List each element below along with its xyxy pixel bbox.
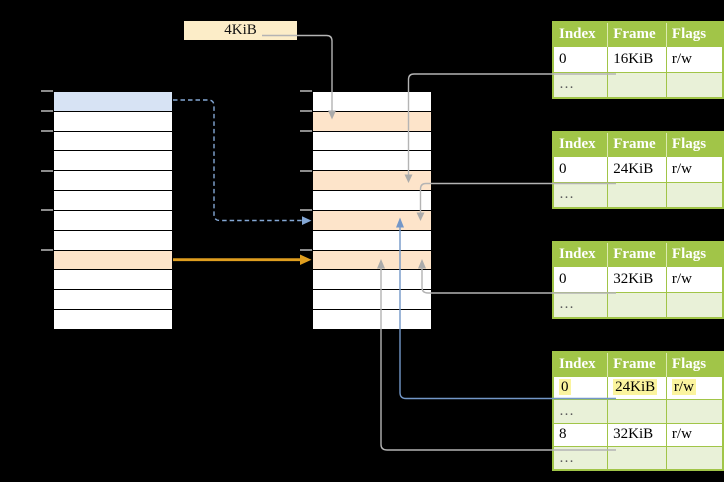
- cell-frame: 24KiB: [607, 155, 667, 183]
- cell-index: 0: [552, 265, 609, 293]
- address-tick: [300, 249, 312, 251]
- cell-flags: r/w: [665, 265, 724, 293]
- column-header-frame: Frame: [607, 22, 667, 46]
- highlight-mark: 24KiB: [613, 379, 658, 396]
- page-table-3: Index Frame Flags 0 32KiB r/w …: [552, 241, 724, 319]
- address-tick: [41, 209, 53, 212]
- column-header-flags: Flags: [665, 132, 723, 156]
- page-size-label: 4KiB: [184, 21, 297, 40]
- cell-frame: 32KiB: [607, 265, 667, 293]
- cell-frame-highlighted: 24KiB: [607, 375, 667, 400]
- cell-empty: [665, 291, 724, 319]
- physical-memory-row-4-orange: [313, 171, 431, 192]
- page-table-1: Index Frame Flags 0 16KiB r/w …: [552, 21, 724, 99]
- column-header-frame: Frame: [607, 242, 667, 266]
- memory-row: [54, 290, 172, 311]
- cell-index: 8: [552, 422, 609, 447]
- cell-ellipsis: …: [552, 446, 609, 471]
- column-header-frame: Frame: [607, 132, 667, 156]
- cell-flags: r/w: [665, 45, 724, 73]
- column-header-flags: Flags: [665, 242, 723, 266]
- column-header-frame: Frame: [607, 352, 667, 376]
- cell-index: 0: [552, 155, 609, 183]
- memory-row: [54, 191, 172, 211]
- memory-row: [313, 270, 431, 291]
- virtual-memory-row-8-orange: [54, 250, 172, 271]
- page-table-4: Index Frame Flags 0 24KiB r/w … 8 32KiB …: [552, 351, 724, 471]
- arrow-virtual-row0-to-physical-row6: [173, 99, 302, 222]
- memory-row: [313, 191, 431, 211]
- page-table-2: Index Frame Flags 0 24KiB r/w …: [552, 131, 724, 209]
- address-tick: [41, 169, 53, 172]
- column-header-index: Index: [553, 132, 608, 156]
- virtual-memory-row-0-blue: [54, 92, 172, 112]
- cell-index-highlighted: 0: [552, 375, 609, 400]
- cell-empty: [665, 446, 724, 471]
- address-tick: [300, 90, 312, 92]
- cell-flags: r/w: [665, 155, 724, 183]
- cell-empty: [607, 399, 667, 424]
- memory-row: [313, 230, 431, 251]
- column-header-flags: Flags: [665, 22, 723, 46]
- column-header-index: Index: [553, 22, 608, 46]
- address-tick: [41, 129, 53, 132]
- memory-row: [54, 171, 172, 192]
- column-header-index: Index: [553, 352, 608, 376]
- address-tick: [41, 90, 53, 92]
- memory-row: [54, 310, 172, 329]
- column-header-index: Index: [553, 242, 608, 266]
- cell-empty: [665, 399, 724, 424]
- address-tick: [41, 109, 53, 112]
- physical-memory-row-1-orange: [313, 111, 431, 132]
- arrowhead-right-icon: [300, 254, 312, 265]
- memory-row: [313, 131, 431, 152]
- cell-empty: [607, 446, 667, 471]
- highlight-mark: 0: [559, 379, 571, 396]
- physical-memory-row-8-orange: [313, 250, 431, 271]
- address-tick: [300, 209, 312, 212]
- address-tick: [300, 109, 312, 112]
- column-header-flags: Flags: [665, 352, 723, 376]
- virtual-memory-column: [53, 91, 173, 330]
- physical-memory-column: [312, 91, 432, 330]
- memory-row: [313, 151, 431, 172]
- cell-empty: [607, 71, 667, 99]
- cell-ellipsis: …: [552, 291, 609, 319]
- cell-empty: [607, 291, 667, 319]
- highlight-mark: r/w: [671, 379, 696, 396]
- address-tick: [300, 129, 312, 132]
- address-tick: [300, 169, 312, 172]
- cell-empty: [607, 181, 667, 209]
- memory-row: [313, 92, 431, 112]
- memory-row: [54, 210, 172, 231]
- memory-row: [54, 151, 172, 172]
- cell-ellipsis: …: [552, 181, 609, 209]
- cell-flags: r/w: [665, 422, 724, 447]
- cell-empty: [665, 181, 724, 209]
- cell-empty: [665, 71, 724, 99]
- arrowhead-right-icon: [302, 216, 312, 225]
- memory-row: [54, 131, 172, 152]
- cell-frame: 16KiB: [607, 45, 667, 73]
- cell-frame: 32KiB: [607, 422, 667, 447]
- physical-memory-row-6-orange: [313, 210, 431, 231]
- memory-row: [54, 111, 172, 132]
- memory-row: [313, 310, 431, 329]
- cell-index: 0: [552, 45, 609, 73]
- cell-ellipsis: …: [552, 71, 609, 99]
- address-tick: [41, 249, 53, 251]
- cell-ellipsis: …: [552, 399, 609, 424]
- memory-row: [54, 230, 172, 251]
- cell-flags-highlighted: r/w: [665, 375, 724, 400]
- memory-row: [54, 270, 172, 291]
- memory-row: [313, 290, 431, 311]
